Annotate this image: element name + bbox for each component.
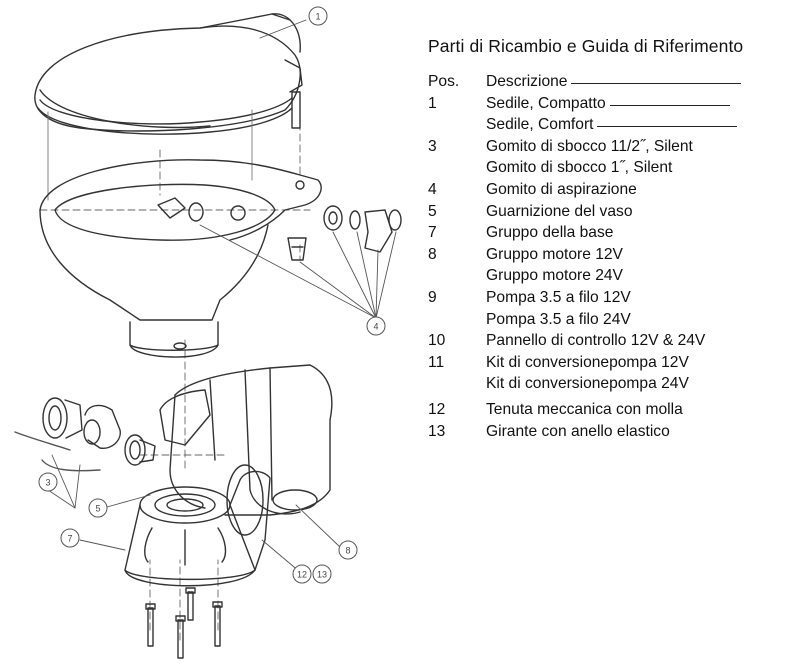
svg-text:5: 5 bbox=[95, 504, 100, 514]
part-desc: Gomito di sbocco 1˝, Silent bbox=[486, 159, 673, 177]
part-desc: Kit di conversionepompa 12V bbox=[486, 353, 689, 371]
part-desc: Pompa 3.5 a filo 12V bbox=[486, 288, 631, 306]
seat-lid bbox=[34, 13, 303, 135]
parts-row: 7 Gruppo della base bbox=[428, 222, 796, 244]
part-pos: 13 bbox=[428, 422, 446, 440]
callout-13: 13 bbox=[312, 564, 332, 584]
part-pos: 4 bbox=[428, 180, 437, 198]
svg-text:3: 3 bbox=[45, 478, 50, 488]
callout-4: 4 bbox=[366, 316, 386, 336]
parts-row: 13 Girante con anello elastico bbox=[428, 421, 796, 443]
row-fill-line bbox=[609, 104, 730, 106]
callout-12: 12 bbox=[292, 564, 312, 584]
outlet-elbows bbox=[42, 397, 156, 466]
part-pos: 5 bbox=[428, 202, 437, 220]
part-desc: Pannello di controllo 12V & 24V bbox=[486, 332, 706, 350]
svg-text:13: 13 bbox=[317, 570, 327, 580]
parts-row: 1 Sedile, Compatto bbox=[428, 93, 796, 115]
parts-row: 4 Gomito di aspirazione bbox=[428, 179, 796, 201]
part-desc: Sedile, Comfort bbox=[486, 116, 594, 134]
parts-row: 3 Gomito di sbocco 11/2˝, Silent bbox=[428, 136, 796, 158]
part-desc: Girante con anello elastico bbox=[486, 422, 670, 440]
parts-row: Gomito di sbocco 1˝, Silent bbox=[428, 157, 796, 179]
svg-text:7: 7 bbox=[67, 534, 72, 544]
parts-row: Gruppo motore 24V bbox=[428, 265, 796, 287]
parts-row: 10 Pannello di controllo 12V & 24V bbox=[428, 330, 796, 352]
callout-4-leaders bbox=[199, 224, 397, 319]
svg-text:12: 12 bbox=[297, 570, 307, 580]
row-fill-line bbox=[597, 126, 738, 128]
svg-text:1: 1 bbox=[315, 12, 320, 22]
header-fill-line bbox=[571, 83, 742, 85]
part-desc: Guarnizione del vaso bbox=[486, 202, 633, 220]
parts-row: 11 Kit di conversionepompa 12V bbox=[428, 352, 796, 374]
parts-list: Parti di Ricambio e Guida di Riferimento… bbox=[428, 36, 796, 442]
parts-header-row: Pos. Descrizione bbox=[428, 71, 796, 93]
parts-row: Kit di conversionepompa 24V bbox=[428, 373, 796, 395]
part-desc: Gruppo motore 12V bbox=[486, 245, 623, 263]
part-pos: 12 bbox=[428, 400, 446, 418]
pos-header: Pos. bbox=[428, 73, 460, 90]
pump-motor bbox=[159, 364, 333, 536]
parts-row: Sedile, Comfort bbox=[428, 114, 796, 136]
part-desc: Gomito di aspirazione bbox=[486, 180, 637, 198]
mounting-bolts bbox=[145, 587, 223, 659]
desc-header: Descrizione bbox=[486, 73, 568, 90]
parts-row: Pompa 3.5 a filo 24V bbox=[428, 309, 796, 331]
part-pos: 3 bbox=[428, 137, 437, 155]
part-desc: Pompa 3.5 a filo 24V bbox=[486, 310, 631, 328]
part-desc: Gomito di sbocco 11/2˝, Silent bbox=[486, 137, 693, 155]
intake-elbow-fittings bbox=[287, 205, 402, 261]
part-pos: 7 bbox=[428, 224, 437, 242]
part-pos: 10 bbox=[428, 332, 446, 350]
parts-row: 8 Gruppo motore 12V bbox=[428, 244, 796, 266]
part-desc: Sedile, Compatto bbox=[486, 94, 606, 112]
callout-3: 3 bbox=[38, 472, 58, 492]
parts-list-title: Parti di Ricambio e Guida di Riferimento bbox=[428, 36, 744, 56]
callout-1: 1 bbox=[308, 6, 328, 26]
part-pos: 11 bbox=[428, 353, 445, 371]
toilet-bowl bbox=[39, 159, 322, 358]
callout-8: 8 bbox=[338, 540, 358, 560]
seat-guide-lines bbox=[47, 109, 253, 201]
part-pos: 9 bbox=[428, 288, 437, 306]
base-assembly bbox=[124, 470, 271, 587]
svg-text:4: 4 bbox=[373, 322, 378, 332]
hose-break-lines bbox=[14, 431, 101, 472]
assembly-dashed-lines bbox=[39, 111, 311, 641]
parts-row: 5 Guarnizione del vaso bbox=[428, 201, 796, 223]
exploded-parts-drawing: 1 3 4 5 7 8 12 13 bbox=[14, 6, 402, 659]
callout-7: 7 bbox=[60, 528, 80, 548]
svg-text:8: 8 bbox=[345, 546, 350, 556]
parts-row: 9 Pompa 3.5 a filo 12V bbox=[428, 287, 796, 309]
parts-row: 12 Tenuta meccanica con molla bbox=[428, 399, 796, 421]
part-pos: 1 bbox=[428, 94, 437, 112]
callout-leaders bbox=[47, 19, 341, 573]
part-desc: Gruppo della base bbox=[486, 224, 614, 242]
part-pos: 8 bbox=[428, 245, 437, 263]
part-desc: Kit di conversionepompa 24V bbox=[486, 375, 689, 393]
part-desc: Tenuta meccanica con molla bbox=[486, 400, 683, 418]
callout-5: 5 bbox=[88, 498, 108, 518]
part-desc: Gruppo motore 24V bbox=[486, 267, 623, 285]
